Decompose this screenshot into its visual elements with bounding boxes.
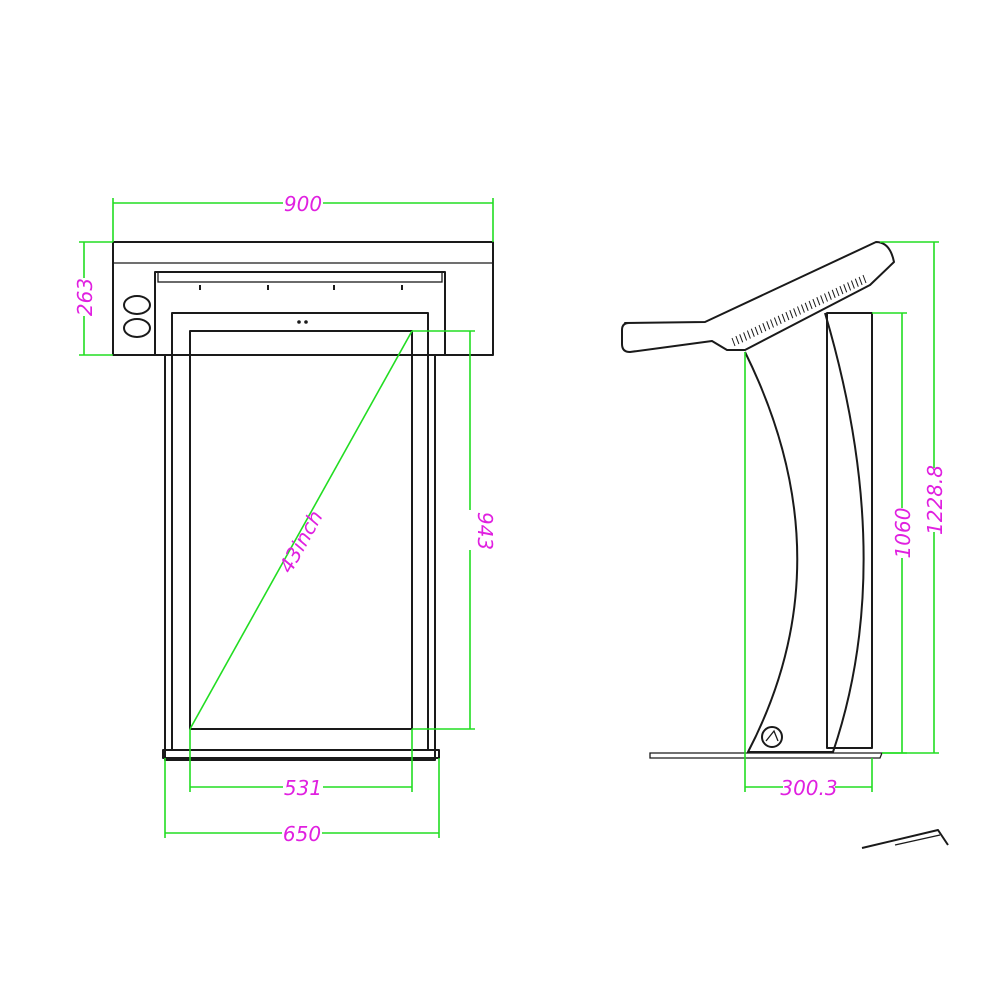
vent-slot: [831, 289, 836, 298]
vent-slot: [804, 302, 809, 311]
side-floor-plate: [649, 752, 883, 759]
front-housing-lip: [157, 271, 443, 283]
dim-label-bg: [75, 278, 93, 316]
vent-slot: [750, 328, 755, 337]
side-knob-mark: [765, 729, 779, 742]
front-base-foot: [162, 749, 440, 759]
width-label: 900: [284, 192, 322, 216]
side-head-vents: [731, 274, 867, 347]
camera-dot: [297, 320, 301, 324]
screen-height-label: 943: [473, 512, 497, 550]
side-dimensions: 300.3 1060 1228.8: [744, 241, 947, 800]
vent-slot: [773, 317, 778, 326]
vent-slot: [731, 337, 736, 347]
front-view: [112, 241, 494, 761]
vent-slot: [743, 332, 748, 341]
front-screen: [189, 330, 413, 730]
vent-slot: [850, 280, 855, 289]
side-back-panel: [826, 312, 873, 749]
vent-slot: [816, 297, 821, 306]
vent-slot: [758, 324, 763, 334]
vent-slot: [781, 313, 786, 323]
vent-slot: [808, 300, 813, 310]
vent-slot: [739, 334, 744, 343]
vent-slot: [789, 310, 794, 319]
vent-slot: [820, 295, 825, 304]
vent-slot: [797, 306, 801, 315]
camera-dot: [304, 320, 308, 324]
dim-label-bg: [893, 508, 911, 558]
speaker-hole-upper: [123, 295, 151, 315]
front-monitor-housing: [154, 271, 446, 761]
front-dimensions: 900 263 43inch 943 531 650: [73, 192, 497, 846]
speaker-hole-lower: [123, 318, 151, 338]
dim-label-bg: [283, 193, 323, 213]
vent-slot: [858, 276, 863, 286]
vent-slot: [824, 293, 828, 302]
vent-slot: [793, 308, 798, 317]
vent-slot: [770, 319, 774, 328]
vent-slot: [835, 287, 840, 297]
dim-label-bg: [925, 468, 943, 532]
vent-slot: [827, 291, 832, 300]
vent-slot: [762, 323, 767, 332]
vent-slot: [766, 321, 771, 330]
base-width-label: 650: [283, 822, 321, 846]
partial-view-edge: [861, 829, 949, 849]
vent-slot: [847, 282, 852, 291]
stand-height-label: 1060: [891, 508, 915, 559]
dim-line-diagonal: [189, 330, 413, 730]
total-height-label: 1228.8: [923, 465, 947, 535]
vent-slot: [843, 284, 848, 293]
vent-slot: [754, 326, 759, 336]
side-view: [621, 241, 895, 759]
screen-width-label: 531: [284, 776, 322, 800]
vent-slot: [785, 311, 790, 321]
side-curved-column: [744, 312, 865, 753]
dim-label-bg: [462, 510, 480, 550]
housing-bolts: [199, 285, 403, 290]
dim-label-bg: [783, 777, 835, 797]
depth-label: 300.3: [780, 776, 837, 800]
vent-slot: [854, 278, 859, 287]
cropped-partial-view: [861, 829, 949, 849]
dim-label-bg: [283, 777, 323, 797]
partial-view-edge: [894, 834, 941, 846]
vent-slot: [777, 315, 782, 324]
front-top-panel: [112, 241, 494, 356]
vent-slot: [812, 298, 817, 308]
dim-label-bg: [282, 823, 322, 843]
vent-slot: [800, 304, 805, 313]
top-height-label: 263: [73, 278, 97, 316]
vent-slot: [735, 335, 740, 345]
vent-slot: [839, 285, 844, 295]
vent-slot: [746, 330, 751, 339]
diagonal-label: 43inch: [274, 506, 328, 577]
vent-slot: [862, 274, 867, 284]
side-knob: [761, 726, 783, 748]
side-head-housing: [621, 241, 895, 353]
